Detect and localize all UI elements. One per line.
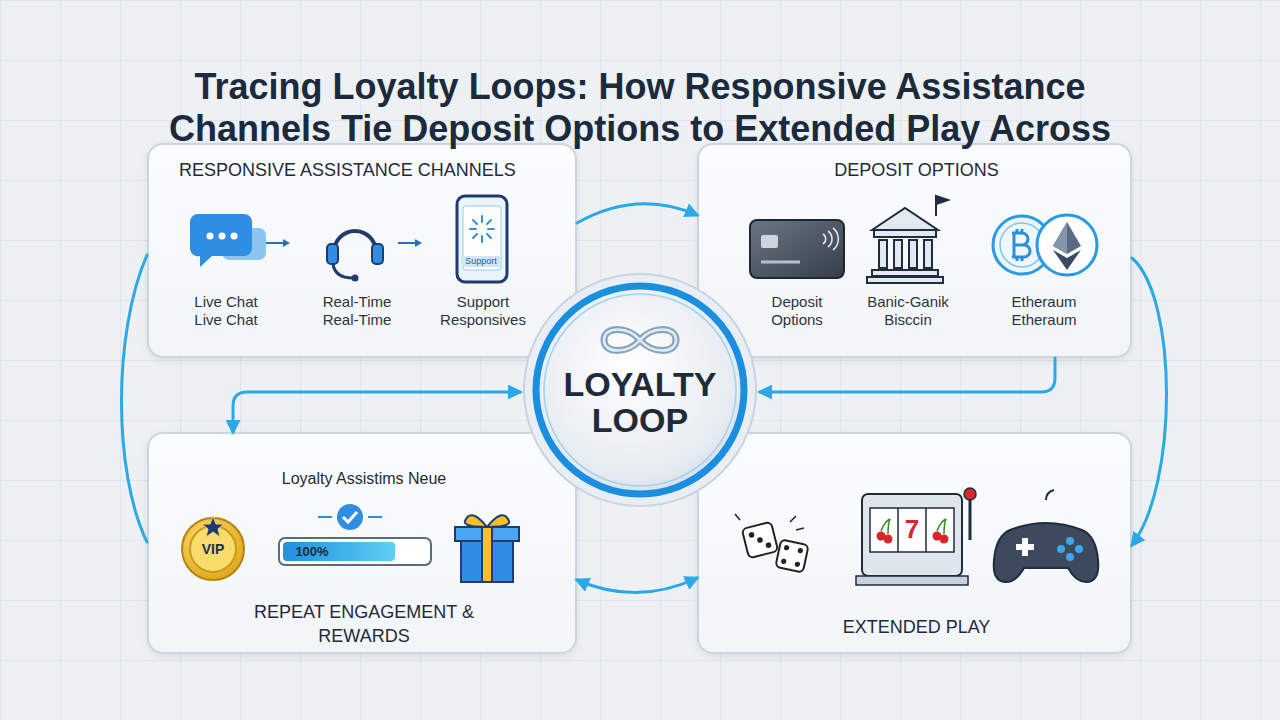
- flow-connector: [122, 255, 148, 542]
- node-heading: EXTENDED PLAY: [699, 616, 1134, 638]
- flow-connector: [760, 358, 1055, 392]
- icon-caption: 7: [900, 515, 924, 543]
- node-heading: DEPOSIT OPTIONS: [699, 159, 1134, 181]
- icon-caption: Banic-Ganik Bisccin: [856, 293, 960, 329]
- play-panel: EXTENDED PLAY: [697, 432, 1132, 654]
- diagram-title: Tracing Loyalty Loops: How Responsive As…: [140, 66, 1140, 150]
- icon-caption: Support Responsives: [431, 293, 535, 329]
- flow-connector: [577, 204, 697, 223]
- circle-part: [604, 330, 676, 351]
- loop-circle: LOYALTY LOOP: [520, 270, 760, 510]
- icon-caption: Etheraum Etheraum: [1002, 293, 1086, 329]
- circle-part: [524, 274, 756, 506]
- icon-caption: Real-Time Real-Time: [312, 293, 402, 329]
- node-heading: RESPONSIVE ASSISTANCE CHANNELS: [179, 159, 559, 181]
- node-caption: REPEAT ENGAGEMENT & REWARDS: [224, 600, 504, 648]
- flow-connector: [577, 578, 697, 593]
- icon-caption: Live Chat Live Chat: [184, 293, 268, 329]
- circle-part: [604, 330, 676, 351]
- circle-part: [536, 286, 744, 494]
- circle-part: [544, 294, 736, 486]
- icon-caption: VIP: [193, 541, 233, 557]
- flow-connector: [1132, 258, 1167, 545]
- icon-caption: 100%: [287, 544, 337, 559]
- node-heading: LOYALTY LOOP: [545, 366, 735, 438]
- flow-connector: [233, 392, 520, 432]
- icon-caption: Support: [461, 256, 501, 267]
- node-heading: Loyalty Assistims Neue: [149, 469, 579, 489]
- icon-caption: Deposit Options: [757, 293, 837, 329]
